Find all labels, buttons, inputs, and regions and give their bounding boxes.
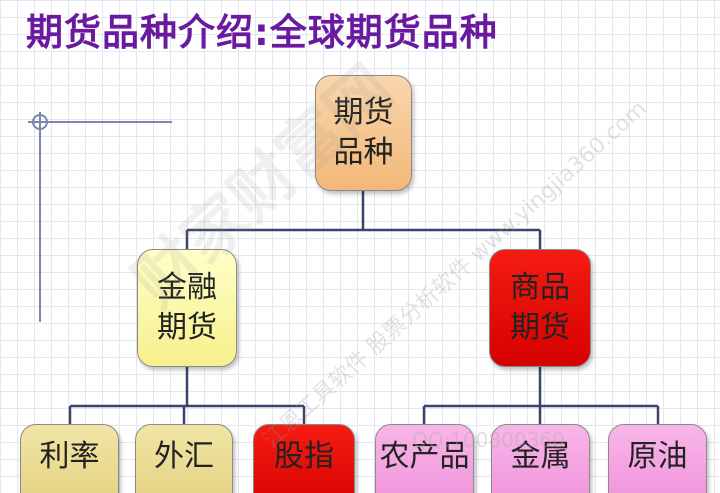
leaf-label: 农产品 [379, 439, 470, 474]
leaf-label: 外汇 [154, 439, 214, 474]
crosshair-decoration [28, 112, 172, 322]
connector-lines [68, 191, 660, 424]
leaf-label: 股指 [274, 439, 334, 474]
leaf-label: 金属 [510, 439, 571, 474]
financial-line2: 期货 [157, 310, 217, 345]
leaf-crude-oil: 原油 [608, 424, 707, 493]
root-node-line2: 品种 [333, 135, 394, 170]
leaf-metals: 金属 [491, 424, 590, 493]
commodity-line2: 期货 [510, 310, 570, 345]
node-commodity-futures: 商品 期货 [489, 249, 591, 367]
leaf-label: 利率 [39, 439, 100, 474]
leaf-stock-index: 股指 [253, 424, 355, 493]
leaf-agricultural: 农产品 [375, 424, 474, 493]
root-node-line1: 期货 [333, 94, 394, 130]
leaf-interest-rate: 利率 [20, 424, 119, 493]
financial-line1: 金融 [157, 269, 217, 305]
leaf-label: 原油 [627, 439, 688, 474]
root-node-futures-types: 期货 品种 [315, 75, 412, 191]
page-title: 期货品种介绍:全球期货品种 [26, 11, 498, 54]
node-financial-futures: 金融 期货 [137, 249, 237, 367]
commodity-line1: 商品 [510, 269, 570, 305]
leaf-forex: 外汇 [135, 424, 233, 493]
